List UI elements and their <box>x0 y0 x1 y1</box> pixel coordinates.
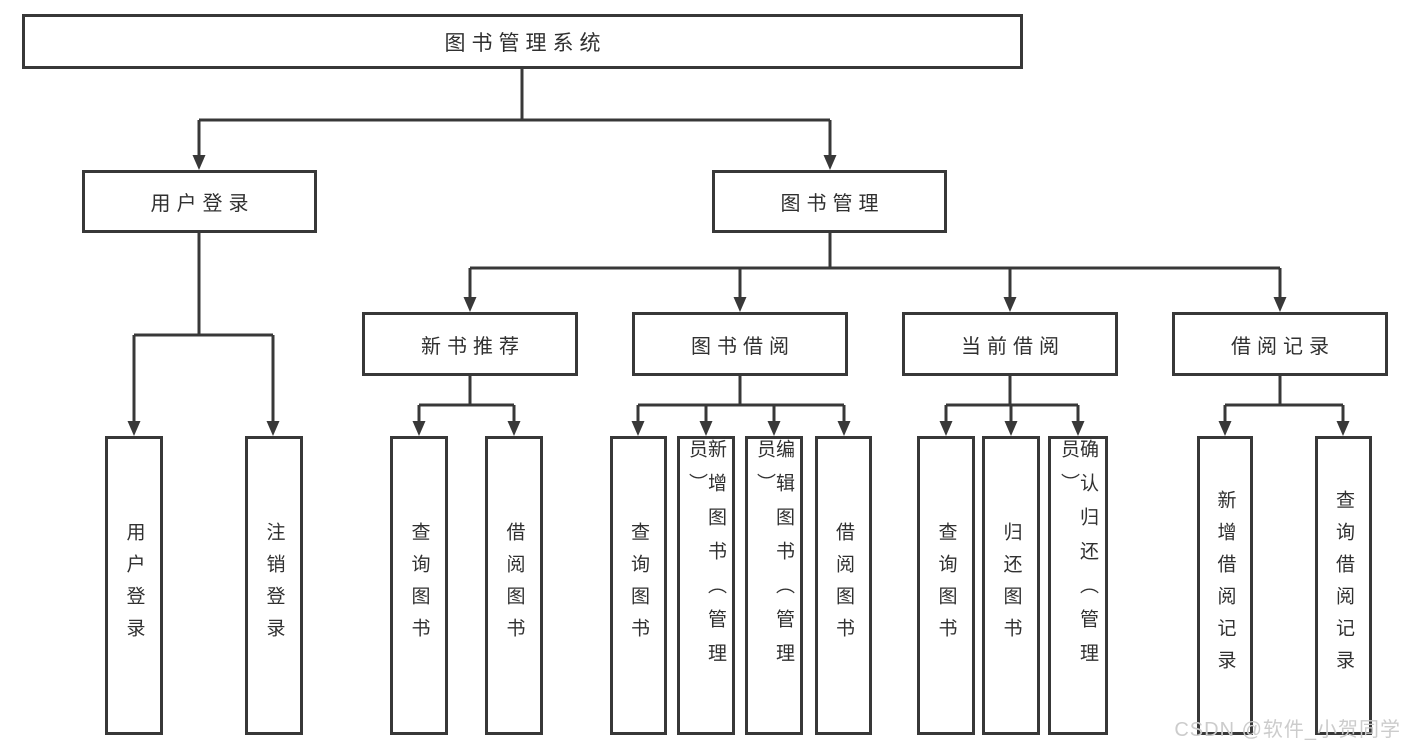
leaf-logout: 注销登录 <box>245 436 303 735</box>
connector-root-to-level2 <box>197 69 832 158</box>
leaf-label: 确认归还（管理员） <box>1058 439 1098 677</box>
leaf-current-confirm-return-admin: 确认归还（管理员） <box>1048 436 1108 735</box>
arrowhead <box>1273 297 1287 312</box>
leaf-label: 借阅图书 <box>833 521 854 650</box>
arrowhead <box>631 421 645 436</box>
arrowhead <box>1003 297 1017 312</box>
leaf-label: 查询借阅记录 <box>1333 489 1354 682</box>
connector-user-login-children <box>132 233 275 424</box>
node-label: 借阅记录 <box>1231 335 1335 358</box>
leaf-label: 查询图书 <box>628 521 649 650</box>
leaf-label: 新增图书（管理员） <box>686 439 726 677</box>
arrowhead <box>412 421 426 436</box>
connector-current-borrow-children <box>944 376 1080 424</box>
node-book-management: 图书管理 <box>712 170 947 233</box>
leaf-record-add-record: 新增借阅记录 <box>1197 436 1253 735</box>
leaf-recommend-query-book: 查询图书 <box>390 436 448 735</box>
arrowhead <box>767 421 781 436</box>
node-user-login: 用户登录 <box>82 170 317 233</box>
node-label: 图书管理系统 <box>444 31 607 55</box>
node-label: 图书管理 <box>780 193 885 215</box>
leaf-borrow-query-book: 查询图书 <box>610 436 667 735</box>
arrowhead <box>1336 421 1350 436</box>
arrowhead <box>1218 421 1232 436</box>
arrowhead <box>266 421 280 436</box>
arrowhead <box>733 297 747 312</box>
connector-book-mgmt-children <box>468 233 1282 300</box>
arrowhead <box>837 421 851 436</box>
node-current-borrow: 当前借阅 <box>902 312 1118 376</box>
connector-new-book-children <box>417 376 516 424</box>
leaf-label: 用户登录 <box>123 521 145 650</box>
node-label: 新书推荐 <box>421 335 525 358</box>
leaf-label: 归还图书 <box>1000 521 1022 650</box>
connector-book-borrow-children <box>636 376 846 424</box>
connector-paths <box>132 69 1345 424</box>
node-label: 当前借阅 <box>961 335 1065 358</box>
arrowhead <box>939 421 953 436</box>
node-new-book-recommend: 新书推荐 <box>362 312 578 376</box>
arrowhead <box>192 155 206 170</box>
leaf-current-query-book: 查询图书 <box>917 436 975 735</box>
leaf-borrow-edit-book-admin: 编辑图书（管理员） <box>745 436 803 735</box>
leaf-recommend-borrow-book: 借阅图书 <box>485 436 543 735</box>
node-label: 图书借阅 <box>691 335 795 358</box>
arrowhead <box>507 421 521 436</box>
leaf-borrow-borrow-book: 借阅图书 <box>815 436 872 735</box>
watermark: CSDN @软件_小贺同学 <box>1174 719 1401 741</box>
node-book-borrow: 图书借阅 <box>632 312 848 376</box>
arrowhead <box>463 297 477 312</box>
leaf-user-login: 用户登录 <box>105 436 163 735</box>
arrowhead <box>1004 421 1018 436</box>
connector-borrow-record-children <box>1223 376 1345 424</box>
node-label: 用户登录 <box>150 193 255 215</box>
leaf-label: 新增借阅记录 <box>1214 489 1236 682</box>
node-borrow-records: 借阅记录 <box>1172 312 1388 376</box>
leaf-label: 查询图书 <box>935 521 957 650</box>
leaf-current-return-book: 归还图书 <box>982 436 1040 735</box>
leaf-label: 借阅图书 <box>503 521 525 650</box>
leaf-label: 查询图书 <box>408 521 430 650</box>
leaf-label: 注销登录 <box>263 521 285 650</box>
leaf-record-query-record: 查询借阅记录 <box>1315 436 1372 735</box>
arrowhead <box>1071 421 1085 436</box>
arrowhead <box>823 155 837 170</box>
arrowhead <box>127 421 141 436</box>
leaf-borrow-add-book-admin: 新增图书（管理员） <box>677 436 735 735</box>
arrowhead <box>699 421 713 436</box>
node-root: 图书管理系统 <box>22 14 1023 69</box>
leaf-label: 编辑图书（管理员） <box>754 439 794 677</box>
arrowheads <box>127 155 1350 436</box>
